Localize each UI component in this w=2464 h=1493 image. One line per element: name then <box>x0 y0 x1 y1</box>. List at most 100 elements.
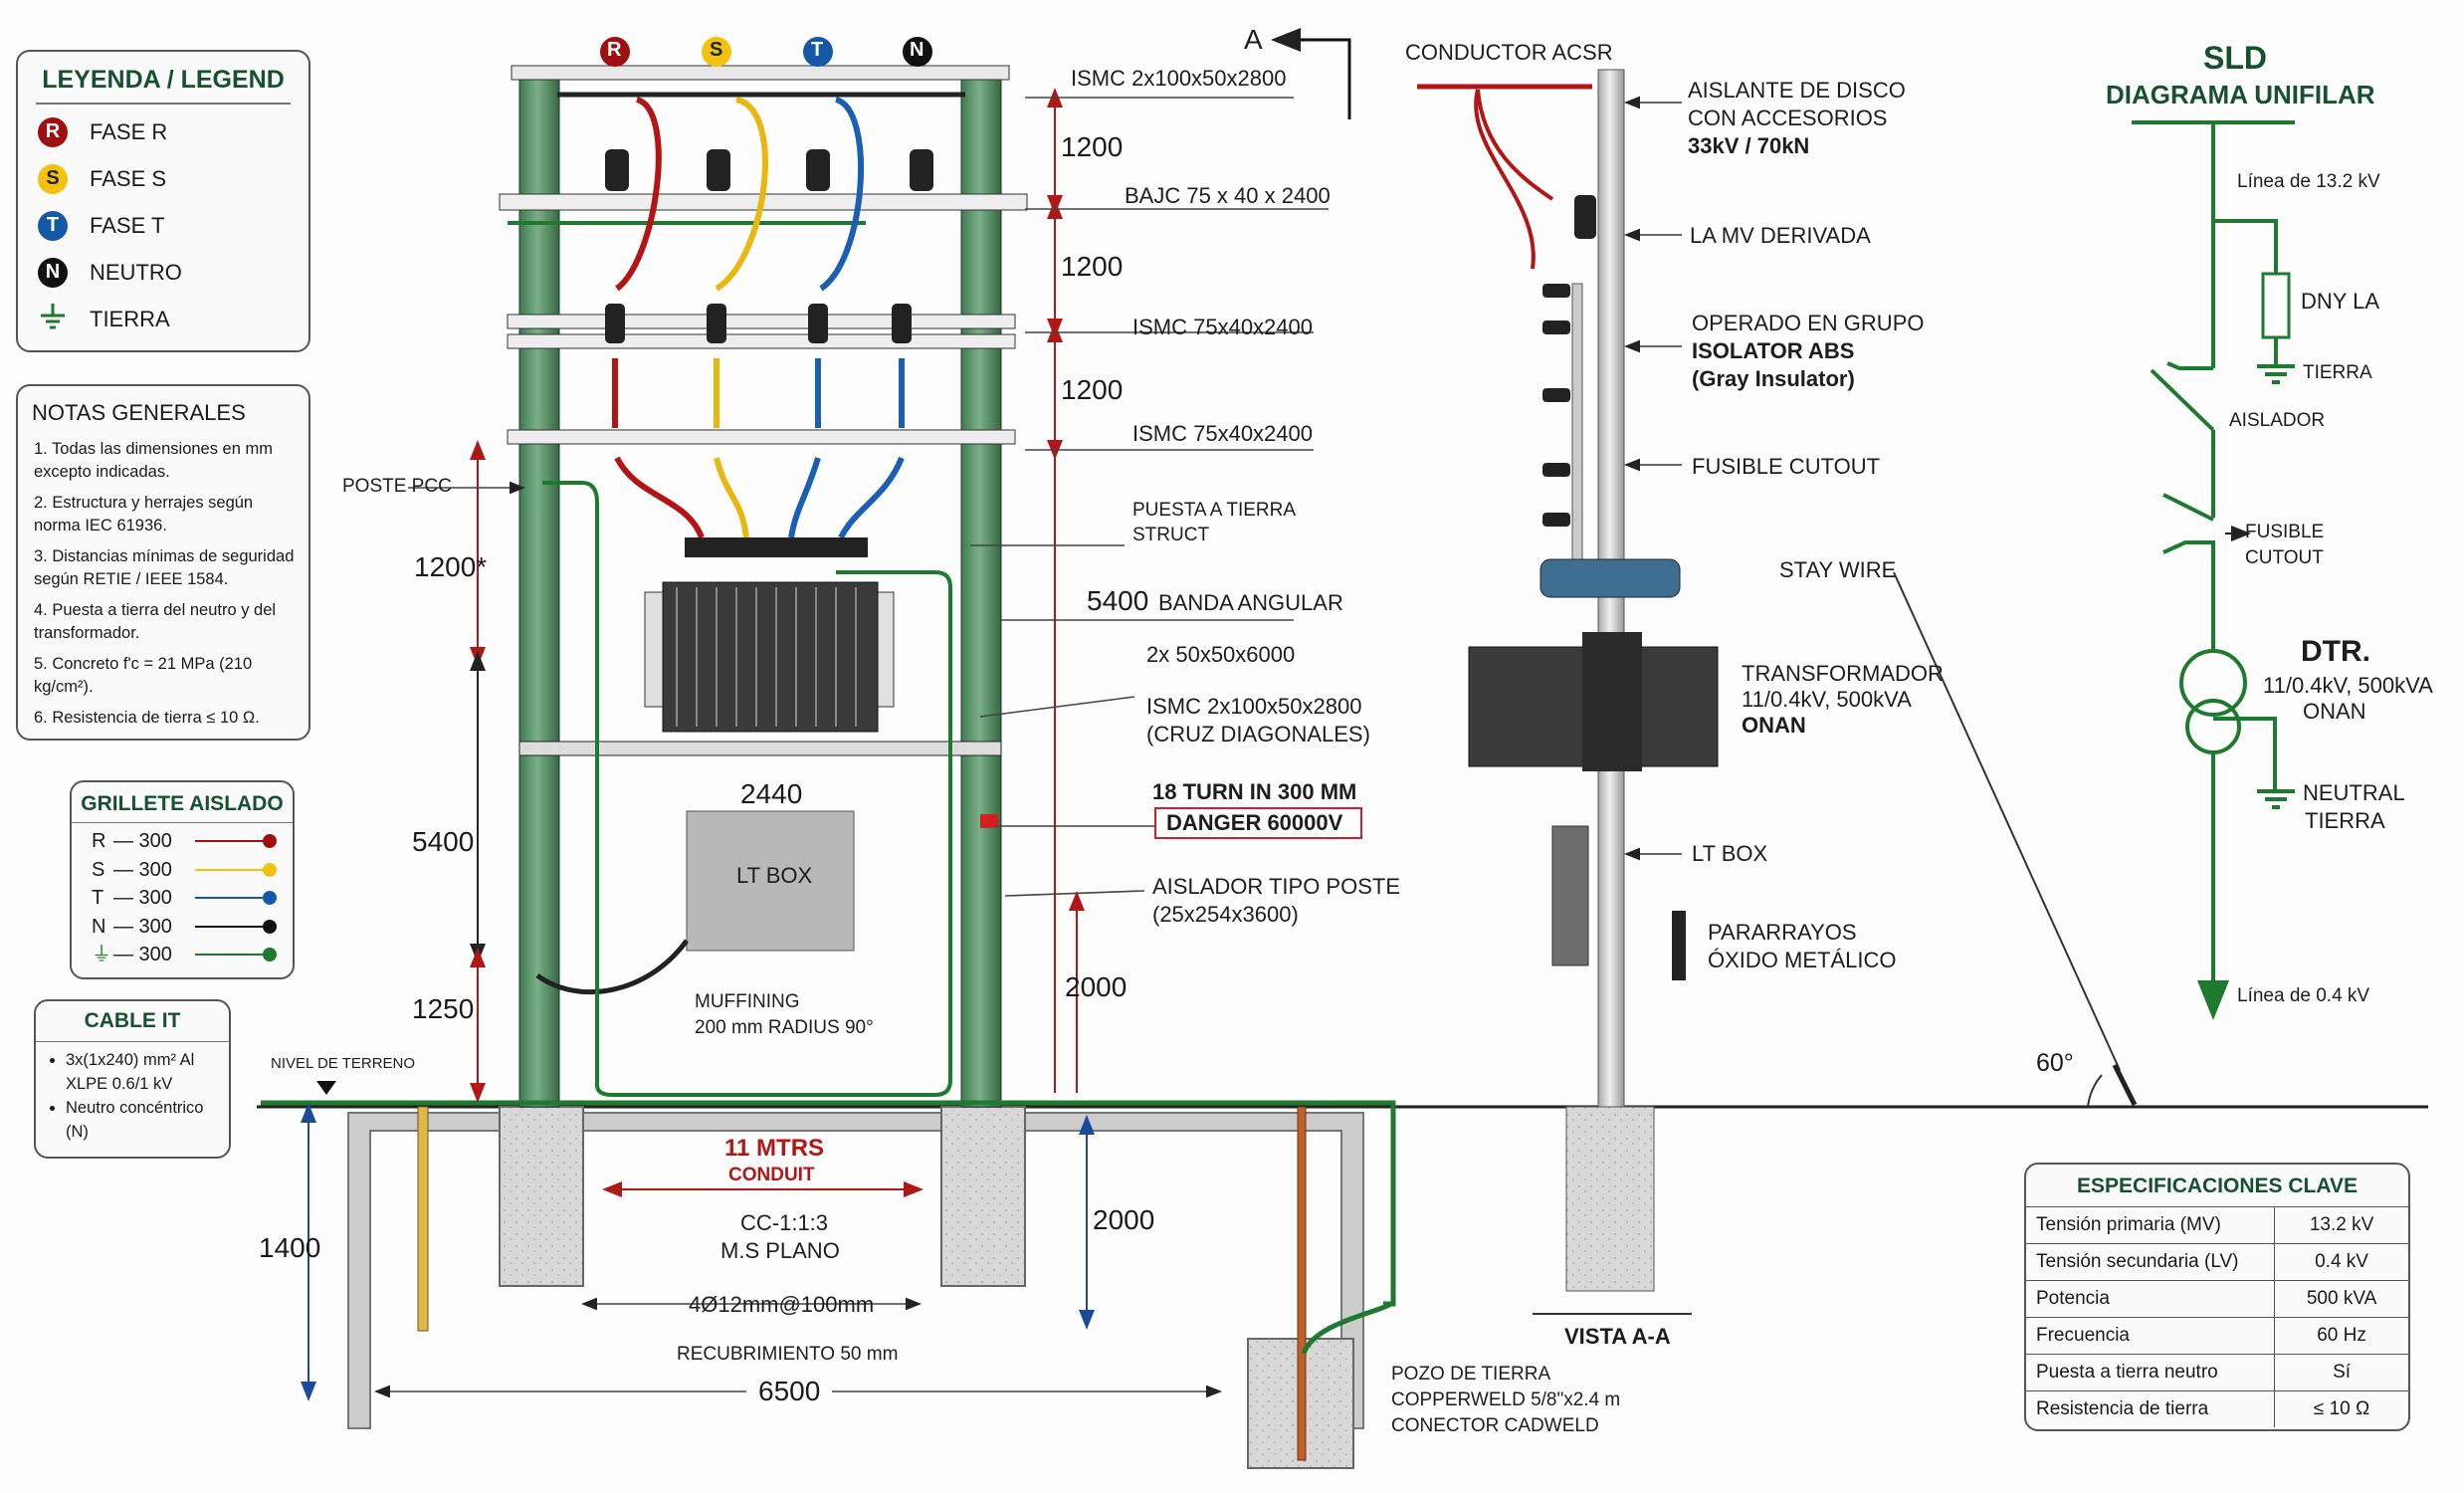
poste-pcc-label: POSTE PCC <box>342 476 452 497</box>
phase-badge-r: R <box>607 39 622 61</box>
phase-r-badge-icon: R <box>38 116 68 147</box>
stay-angle: 60° <box>2036 1049 2074 1077</box>
isolator-label: ISOLATOR ABS <box>1692 338 1855 363</box>
grillete-title: GRILLETE AISLADO <box>81 792 284 815</box>
side-view-pole <box>1417 69 1719 1315</box>
spec-key: Puesta a tierra neutro <box>2026 1354 2275 1391</box>
aislante-label-2: CON ACCESORIOS <box>1688 106 1888 130</box>
sld-aislador-label: AISLADOR <box>2229 410 2326 431</box>
banda-size-label: 2x 50x50x6000 <box>1146 642 1296 667</box>
conductor-label: CONDUCTOR ACSR <box>1405 40 1613 65</box>
legend-item-t: T FASE T <box>38 202 308 249</box>
grillete-row-n: N— 300 <box>92 913 293 942</box>
dimension-lines <box>470 88 1085 1197</box>
phase-t-dot-icon <box>263 891 277 906</box>
grillete-phase: R <box>92 830 106 852</box>
cc-label: CC-1:1:3 <box>740 1210 829 1235</box>
pozo-label-3: CONECTOR CADWELD <box>1391 1415 1599 1436</box>
cruz-label-1: ISMC 2x100x50x2800 <box>1146 694 1362 719</box>
phase-r-dot-icon <box>263 834 277 849</box>
puesta-tierra-label-2: STRUCT <box>1132 525 1210 545</box>
dim-6500: 6500 <box>746 1376 833 1407</box>
vista-label: VISTA A-A <box>1564 1324 1671 1349</box>
lt-box-front <box>686 810 855 952</box>
member-label-top: ISMC 2x100x50x2800 <box>1071 66 1287 91</box>
turn-label: 18 TURN IN 300 MM <box>1152 779 1357 804</box>
legend-label: FASE T <box>90 212 165 238</box>
stay-wire-label: STAY WIRE <box>1779 557 1897 582</box>
cable-it-panel: CABLE IT 3x(1x240) mm² Al XLPE 0.6/1 kV … <box>34 999 231 1159</box>
spacing-1: 1200 <box>1061 131 1124 162</box>
legend-label: FASE R <box>90 118 168 144</box>
phase-badges <box>600 37 932 67</box>
note-item: 3. Distancias mínimas de seguridad según… <box>34 547 295 588</box>
trafo-label-2: 11/0.4kV, 500kVA <box>1742 687 1912 712</box>
spec-value: ≤ 10 Ω <box>2274 1390 2408 1427</box>
muffining-label-2: 200 mm RADIUS 90° <box>695 1017 874 1038</box>
sld-title: SLD <box>2203 40 2267 76</box>
grillete-value: — 300 <box>113 944 172 965</box>
sld-dtr-rating: 11/0.4kV, 500kVA <box>2263 673 2433 698</box>
pozo-label-2: COPPERWELD 5/8"x2.4 m <box>1391 1389 1621 1410</box>
sld-dtr-label: DTR. <box>2301 635 2370 668</box>
conduit-label: CONDUIT <box>728 1165 815 1185</box>
table-row: Tensión secundaria (LV)0.4 kV <box>2026 1243 2408 1281</box>
spec-key: Resistencia de tierra <box>2026 1390 2275 1427</box>
pozo-label-1: POZO DE TIERRA <box>1391 1364 1551 1385</box>
table-row: Resistencia de tierra≤ 10 Ω <box>2026 1390 2408 1427</box>
sld-line-out: Línea de 0.4 kV <box>2237 985 2370 1006</box>
specs-panel: ESPECIFICACIONES CLAVE Tensión primaria … <box>2024 1163 2410 1431</box>
recubrimiento-label: RECUBRIMIENTO 50 mm <box>677 1344 899 1365</box>
grillete-phase: T <box>92 887 104 909</box>
phase-s-badge-icon: S <box>38 163 68 194</box>
member-label-4: ISMC 75x40x2400 <box>1132 421 1313 446</box>
muffining-label-1: MUFFINING <box>695 991 800 1012</box>
muffining-cable <box>535 939 690 995</box>
phase-t-badge-icon: T <box>38 210 68 241</box>
sld-fusible-label-2: CUTOUT <box>2245 547 2324 568</box>
sld-subtitle: DIAGRAMA UNIFILAR <box>2106 80 2375 109</box>
sld-tierra-label: TIERRA <box>2303 362 2372 383</box>
spec-key: Tensión primaria (MV) <box>2026 1206 2275 1244</box>
neutral-badge-icon: N <box>38 257 68 288</box>
notes-panel: NOTAS GENERALES 1. Todas las dimensiones… <box>16 384 310 741</box>
grillete-value: — 300 <box>113 858 172 881</box>
dim-5400: 5400 <box>412 826 475 857</box>
dim-1400: 1400 <box>259 1232 321 1263</box>
pole-right <box>960 69 1002 1108</box>
phase-cables <box>612 97 905 539</box>
grillete-row-ground: ⏚— 300 <box>92 941 293 969</box>
stay-wire <box>1893 571 2121 1071</box>
note-item: 6. Resistencia de tierra ≤ 10 Ω. <box>34 709 260 727</box>
grillete-phase: N <box>92 915 106 938</box>
spec-value: 60 Hz <box>2274 1317 2408 1355</box>
sld-dtr-cooling: ONAN <box>2303 699 2366 724</box>
copperweld-rod <box>1297 1106 1307 1461</box>
insulators <box>605 149 933 343</box>
note-item: 1. Todas las dimensiones en mm excepto i… <box>34 440 273 481</box>
section-a-marker-icon <box>1271 28 1351 119</box>
lt-box-side-label: LT BOX <box>1692 841 1768 866</box>
legend-item-tierra: TIERRA <box>38 296 308 342</box>
aislador-label-1: AISLADOR TIPO POSTE <box>1152 874 1400 899</box>
grillete-row-r: R— 300 <box>92 827 293 856</box>
danger-sign: DANGER 60000V <box>1154 807 1363 839</box>
transformer-platform <box>518 741 1002 756</box>
dim-2000-right: 2000 <box>1065 971 1128 1002</box>
sld-neutral-label-2: TIERRA <box>2305 808 2385 833</box>
spec-key: Tensión secundaria (LV) <box>2026 1243 2275 1281</box>
spacing-3: 1200 <box>1061 374 1124 405</box>
ground-level-marker-icon <box>316 1081 336 1095</box>
pararrayos-label-2: ÓXIDO METÁLICO <box>1708 948 1897 972</box>
spec-value: 13.2 kV <box>2274 1206 2408 1244</box>
specs-table: Tensión primaria (MV)13.2 kV Tensión sec… <box>2026 1206 2408 1427</box>
grillete-row-t: T— 300 <box>92 884 293 913</box>
cable-it-title: CABLE IT <box>84 1009 181 1032</box>
crossarm-5 <box>507 429 1016 445</box>
legend-label: FASE S <box>90 165 167 191</box>
legend-label: TIERRA <box>90 306 170 331</box>
